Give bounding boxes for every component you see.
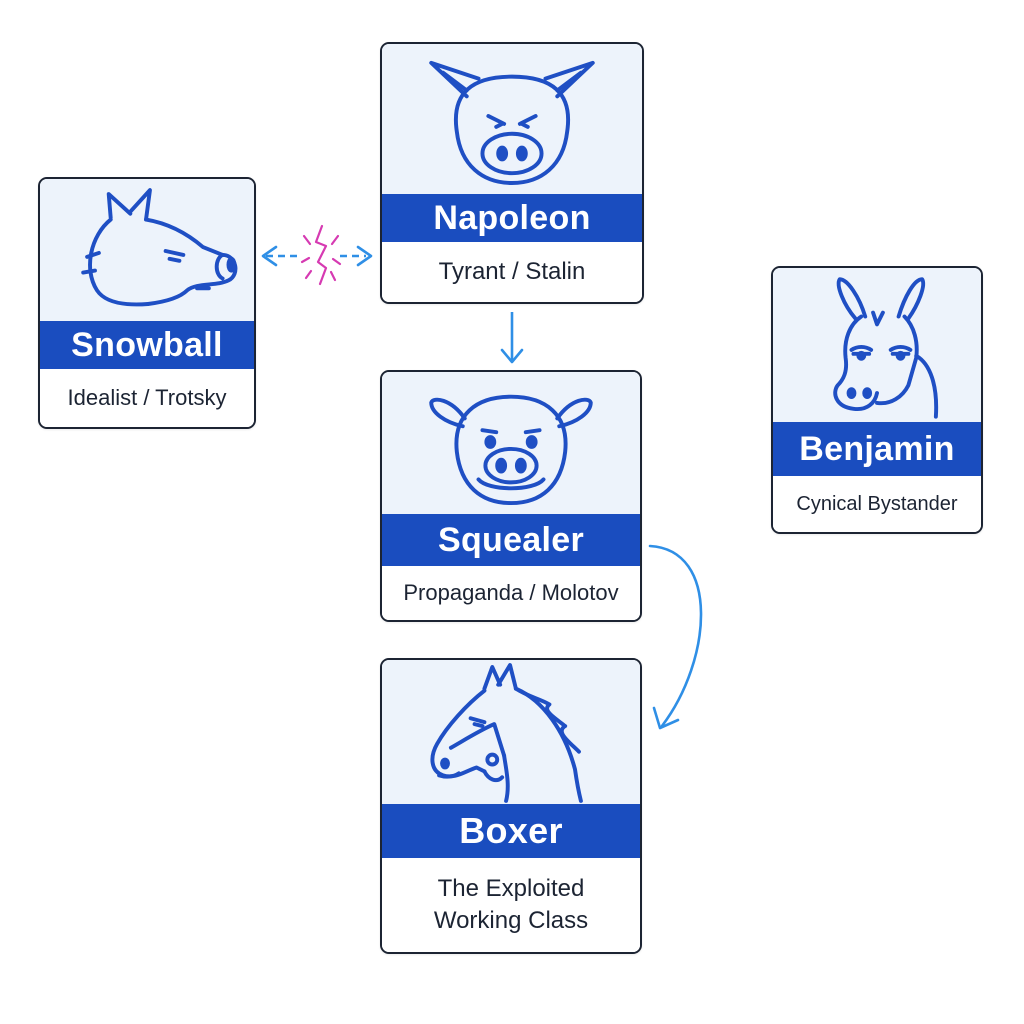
character-role: Cynical Bystander <box>773 476 981 532</box>
character-card-snowball[interactable]: Snowball Idealist / Trotsky <box>38 177 256 429</box>
portrait-benjamin <box>773 268 981 422</box>
smiling-pig-icon <box>429 394 593 506</box>
character-card-boxer[interactable]: Boxer The Exploited Working Class <box>380 658 642 954</box>
character-card-benjamin[interactable]: Benjamin Cynical Bystander <box>771 266 983 534</box>
portrait-snowball <box>40 179 254 321</box>
horse-icon <box>430 663 583 803</box>
portrait-boxer <box>382 660 640 804</box>
angry-pig-icon <box>429 60 595 185</box>
character-name: Boxer <box>382 804 640 858</box>
character-role: Propaganda / Molotov <box>382 566 640 620</box>
portrait-squealer <box>382 372 640 514</box>
character-card-napoleon[interactable]: Napoleon Tyrant / Stalin <box>380 42 644 304</box>
lightning-conflict-icon <box>300 224 342 286</box>
conflict-connector <box>261 224 373 286</box>
character-role: Idealist / Trotsky <box>40 369 254 427</box>
character-name: Benjamin <box>773 422 981 476</box>
character-name: Squealer <box>382 514 640 566</box>
character-role: Tyrant / Stalin <box>382 242 642 302</box>
character-name: Napoleon <box>382 194 642 242</box>
influence-arrow <box>648 544 703 730</box>
character-card-squealer[interactable]: Squealer Propaganda / Molotov <box>380 370 642 622</box>
character-name: Snowball <box>40 321 254 369</box>
donkey-icon <box>833 277 939 419</box>
pig-profile-icon <box>81 188 238 307</box>
portrait-napoleon <box>382 44 642 194</box>
character-role: The Exploited Working Class <box>382 858 640 952</box>
directs-arrow <box>500 312 524 364</box>
